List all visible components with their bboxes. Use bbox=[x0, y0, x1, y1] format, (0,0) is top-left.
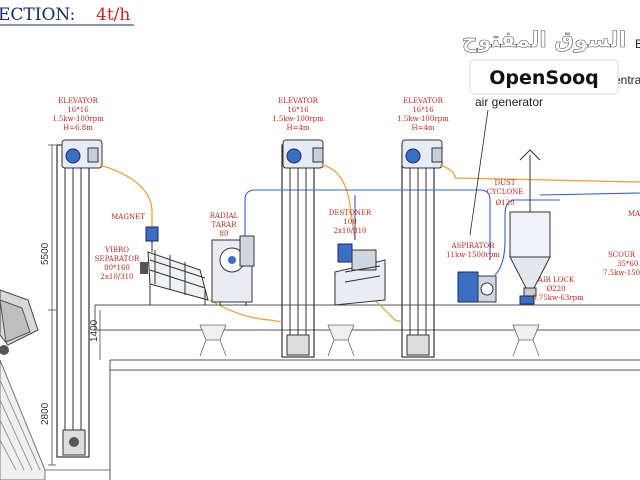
svg-text:SCOUR: SCOUR bbox=[608, 251, 636, 259]
elevator-1 bbox=[56, 139, 103, 458]
title-prefix: ECTION: bbox=[0, 5, 75, 25]
elevator-3 bbox=[401, 139, 443, 358]
air-generator-pointer bbox=[469, 109, 489, 236]
svg-text:80*160: 80*160 bbox=[104, 264, 130, 272]
building-structure bbox=[0, 304, 640, 480]
vibro-separator bbox=[140, 250, 209, 305]
svg-text:RADIAL: RADIAL bbox=[210, 212, 239, 220]
svg-text:1.5kw-100rpm: 1.5kw-100rpm bbox=[52, 115, 104, 123]
svg-text:H=4m: H=4m bbox=[411, 124, 434, 132]
destoner bbox=[334, 243, 386, 306]
floor-outlets bbox=[199, 324, 540, 357]
svg-text:CYCLONE: CYCLONE bbox=[487, 188, 524, 196]
svg-text:80: 80 bbox=[220, 230, 229, 238]
svg-text:1.5kw-100rpm: 1.5kw-100rpm bbox=[272, 115, 324, 123]
magnet-unit bbox=[145, 226, 159, 252]
svg-text:DUST: DUST bbox=[495, 179, 516, 187]
svg-text:ELEVATOR: ELEVATOR bbox=[278, 97, 319, 105]
elevator-1-label: ELEVATOR 16*16 1.5kw-100rpm H=6.8m bbox=[52, 97, 104, 132]
svg-text:2x10/310: 2x10/310 bbox=[100, 273, 133, 281]
svg-text:2x10/310: 2x10/310 bbox=[333, 227, 366, 235]
svg-text:16*16: 16*16 bbox=[287, 106, 309, 114]
air-lock-label: AIR LOCK Ø220 0.75kw-63rpm bbox=[532, 276, 584, 302]
svg-text:16*16: 16*16 bbox=[412, 106, 434, 114]
watermark-brand: OpenSooq bbox=[489, 67, 599, 89]
magnet-label: MAGNET bbox=[111, 213, 145, 221]
title-value: 4t/h bbox=[96, 5, 130, 25]
air-pipes bbox=[244, 189, 640, 276]
dimension-2800: 2800 bbox=[40, 402, 51, 425]
dimension-lines bbox=[48, 144, 101, 466]
aspirator bbox=[457, 271, 497, 303]
svg-text:Ø220: Ø220 bbox=[546, 285, 565, 293]
svg-text:1.5kw-100rpm: 1.5kw-100rpm bbox=[397, 115, 449, 123]
svg-text:TARAR: TARAR bbox=[212, 221, 238, 229]
svg-text:H=6.8m: H=6.8m bbox=[63, 124, 93, 132]
svg-text:SEPARATOR: SEPARATOR bbox=[95, 255, 140, 263]
elevator-2 bbox=[281, 139, 324, 358]
section-title: ECTION: 4t/h bbox=[0, 5, 134, 26]
grain-pipes bbox=[99, 164, 640, 323]
svg-text:16*16: 16*16 bbox=[67, 106, 89, 114]
top-right-note-2: entra bbox=[614, 73, 640, 87]
air-generator-label: air generator bbox=[475, 95, 543, 109]
svg-text:0.75kw-63rpm: 0.75kw-63rpm bbox=[532, 294, 584, 302]
svg-text:35*60: 35*60 bbox=[617, 260, 638, 268]
radial-tarar-label: RADIAL TARAR 80 bbox=[210, 212, 239, 238]
svg-text:DESTONER: DESTONER bbox=[329, 209, 372, 217]
svg-text:VIBRO: VIBRO bbox=[104, 246, 129, 254]
svg-text:7.5kw-150: 7.5kw-150 bbox=[603, 269, 640, 277]
elevator-3-label: ELEVATOR 16*16 1.5kw-100rpm H=4m bbox=[397, 97, 449, 132]
svg-text:100: 100 bbox=[343, 218, 356, 226]
radial-tarar bbox=[211, 235, 255, 306]
svg-text:11kw-1500rpm: 11kw-1500rpm bbox=[446, 251, 500, 259]
top-right-note-1: B bbox=[635, 37, 640, 51]
vibro-separator-label: VIBRO SEPARATOR 80*160 2x10/310 bbox=[95, 246, 140, 281]
svg-text:ELEVATOR: ELEVATOR bbox=[403, 97, 444, 105]
svg-text:Ø120: Ø120 bbox=[495, 199, 514, 207]
opensooq-watermark: السوق المفتوح OpenSooq bbox=[462, 28, 626, 95]
dimension-1400: 1400 bbox=[89, 319, 100, 342]
destoner-label: DESTONER 100 2x10/310 bbox=[329, 209, 372, 235]
watermark-arabic: السوق المفتوح bbox=[462, 28, 626, 53]
aspirator-label: ASPIRATOR 11kw-1500rpm bbox=[446, 242, 500, 259]
svg-text:AIR LOCK: AIR LOCK bbox=[537, 276, 575, 284]
svg-text:H=4m: H=4m bbox=[286, 124, 309, 132]
right-edge-label: MA bbox=[628, 210, 640, 218]
elevator-2-label: ELEVATOR 16*16 1.5kw-100rpm H=4m bbox=[272, 97, 324, 132]
dimension-5500: 5500 bbox=[40, 242, 51, 265]
scourer-label: SCOUR 35*60 7.5kw-150 bbox=[603, 251, 640, 277]
dust-cyclone-label: DUST CYCLONE Ø120 bbox=[487, 179, 524, 207]
svg-text:ASPIRATOR: ASPIRATOR bbox=[451, 242, 496, 250]
dust-cyclone bbox=[509, 149, 551, 305]
svg-text:ELEVATOR: ELEVATOR bbox=[58, 97, 99, 105]
truck-icon bbox=[0, 289, 39, 355]
